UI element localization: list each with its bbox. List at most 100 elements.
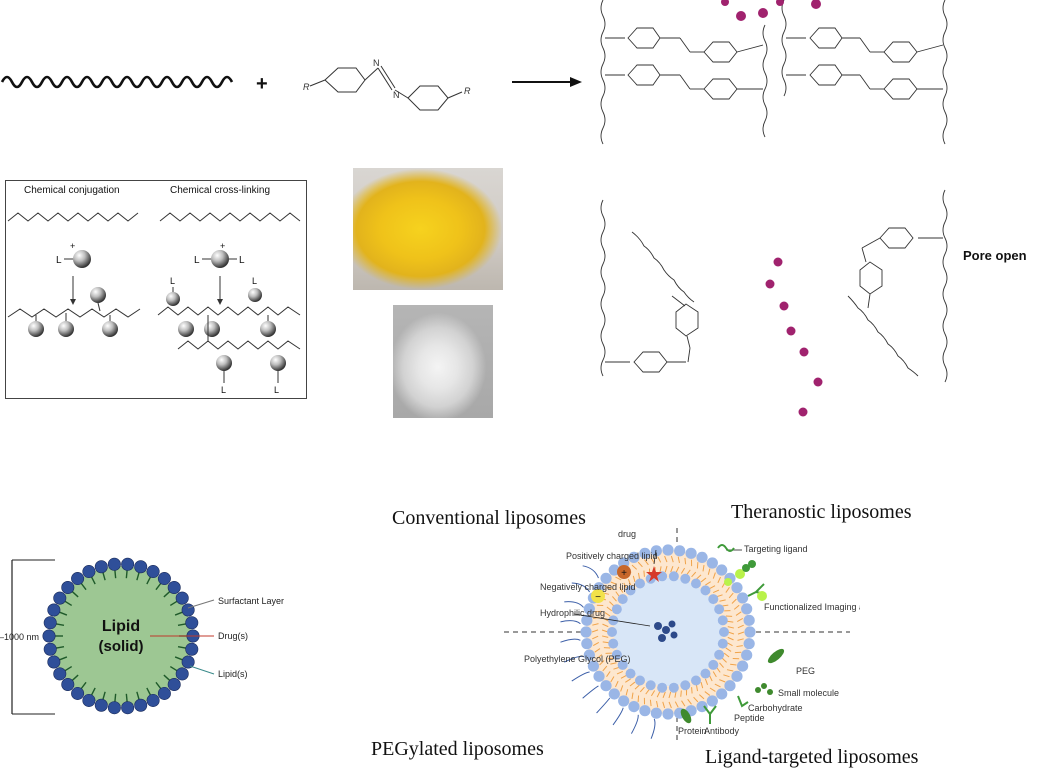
- inner-lipid-head: [714, 604, 725, 615]
- drug-dots-top: [721, 0, 821, 21]
- inner-lipid-head: [608, 638, 619, 649]
- drug-dots-released: [765, 257, 823, 417]
- sln-lipid-head: [61, 580, 75, 594]
- negative-lipid: [591, 589, 605, 603]
- lipid-tail: [606, 606, 613, 612]
- lipid-tail: [693, 696, 699, 703]
- lipid-tail: [723, 674, 730, 678]
- sln-lipid-head: [167, 678, 181, 692]
- protein-label: Protein: [678, 726, 707, 736]
- outer-lipid-head: [696, 700, 708, 713]
- lipid-tail: [602, 635, 609, 638]
- lipid-tail: [698, 694, 705, 700]
- lipid-tail: [737, 624, 744, 629]
- lipid-tail: [686, 569, 691, 576]
- inner-lipid-head: [691, 578, 701, 589]
- lipid-tail: [691, 571, 697, 578]
- outer-lipid-head: [650, 545, 662, 557]
- peg-chain: [650, 718, 656, 739]
- outer-lipid-head: [736, 660, 749, 672]
- outer-lipid-head: [580, 626, 592, 638]
- lipid-tail: [596, 654, 603, 660]
- drug-top-label: drug: [618, 529, 636, 539]
- lipid-tail: [664, 555, 668, 563]
- crosslinking-title: Chemical cross-linking: [170, 185, 270, 196]
- peg-chain: [596, 697, 611, 714]
- negative-lipid-label: Negatively charged lipid: [540, 582, 636, 592]
- lipid-tail: [599, 660, 605, 666]
- lipid-tail: [670, 566, 674, 573]
- positive-lipid-label: Positively charged lipid: [566, 551, 658, 561]
- outer-lipid-head: [600, 680, 612, 692]
- lipid-tail: [662, 691, 666, 698]
- lipid-tail: [681, 700, 686, 707]
- outer-lipid-head: [706, 695, 718, 707]
- lipid-tail: [615, 680, 619, 688]
- bridge-row-1: [605, 27, 944, 63]
- sln-lipid-head: [157, 572, 171, 586]
- outer-lipid-head: [662, 708, 674, 720]
- peg-chain: [612, 707, 624, 726]
- peg-chain: [630, 714, 639, 734]
- lipid-tail: [594, 648, 601, 653]
- peg-chain: [560, 620, 581, 625]
- outer-lipid-head: [608, 688, 620, 700]
- pore-open-label: Pore open: [963, 248, 1027, 263]
- outer-lipid-head: [741, 649, 753, 661]
- lipid-tail: [716, 594, 723, 598]
- lipid-tail: [637, 572, 641, 580]
- outer-lipid-head: [716, 564, 728, 576]
- inner-lipid-head: [645, 680, 656, 691]
- sln-lipid-head: [43, 616, 57, 630]
- outer-lipid-head: [650, 707, 662, 719]
- outer-lipid-head: [736, 592, 749, 604]
- star-drug: [646, 566, 662, 582]
- lipid-tail: [695, 684, 699, 692]
- peg-chain: [582, 685, 599, 699]
- lipid-tail: [704, 691, 711, 696]
- outer-lipid-head: [741, 603, 753, 615]
- ligand-label-3: L: [239, 255, 245, 266]
- inner-lipid-head: [680, 573, 691, 584]
- antibody-label: Antibody: [704, 726, 740, 736]
- charge-label-2: +: [220, 241, 225, 251]
- drug-label: Drug(s): [218, 631, 248, 641]
- lipid-tail: [700, 577, 707, 583]
- sln-lipid-head: [71, 686, 85, 700]
- outer-lipid-head: [706, 557, 718, 569]
- hydrophilic-drug-cluster: [654, 620, 678, 642]
- lipid-tail: [680, 567, 686, 574]
- peg-chain: [564, 601, 584, 608]
- plus-sign: +: [256, 73, 268, 95]
- sln-lipid-head: [121, 557, 135, 571]
- lipid-tail: [657, 556, 662, 563]
- lipid-tail: [712, 589, 720, 593]
- minus-symbol: −: [595, 592, 601, 603]
- lipid-tail: [677, 556, 680, 564]
- lipid-tail: [712, 572, 716, 579]
- core-label-line2: (solid): [99, 638, 144, 655]
- lipid-tail: [726, 642, 733, 647]
- outer-lipid-head: [581, 638, 593, 650]
- lipid-tail: [721, 604, 729, 607]
- outer-lipid-head: [583, 603, 595, 615]
- lipid-tail: [656, 691, 661, 698]
- lipid-tail: [613, 666, 620, 670]
- inner-lipid-head: [635, 675, 645, 686]
- inner-lipid-head: [625, 585, 636, 596]
- lipid-tail: [631, 564, 638, 570]
- sln-lipid-head: [146, 693, 160, 707]
- lipid-tail: [730, 663, 737, 666]
- sln-lipid-head: [94, 698, 108, 712]
- sln-lipid-head: [134, 698, 148, 712]
- lipid-tail: [656, 700, 659, 708]
- ligand-label-5: L: [252, 276, 257, 286]
- lipid-tail: [727, 626, 734, 629]
- inner-lipid-head: [708, 594, 719, 605]
- lipid-tail: [615, 591, 620, 598]
- lipid-tail: [674, 691, 677, 698]
- sln-lipid-head: [53, 667, 67, 681]
- lipid-tail: [712, 671, 717, 678]
- lipid-tail: [668, 691, 672, 699]
- inner-lipid-head: [611, 604, 622, 615]
